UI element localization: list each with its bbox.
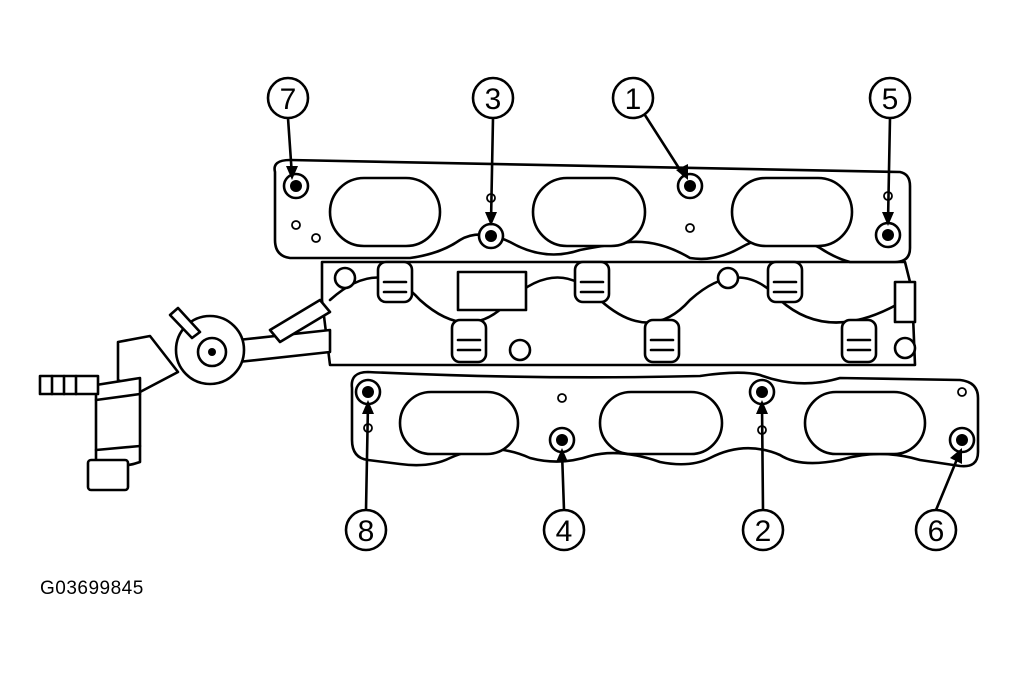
callout-3-label: 3 xyxy=(485,83,502,116)
callout-6: 6 xyxy=(914,508,958,552)
callout-1-label: 1 xyxy=(625,83,642,116)
leader-lines xyxy=(286,110,962,512)
injector-lower-3 xyxy=(840,318,878,364)
injector-upper-1 xyxy=(376,260,414,304)
fuel-pressure-regulator xyxy=(38,298,332,492)
callout-7-label: 7 xyxy=(280,83,297,116)
injector-lower-2 xyxy=(643,318,681,364)
callout-2-label: 2 xyxy=(755,515,772,548)
injector-upper-3 xyxy=(766,260,804,304)
callout-4-label: 4 xyxy=(556,515,573,548)
lower-manifold-gasket xyxy=(350,370,980,468)
injector-upper-2 xyxy=(573,260,611,304)
callout-8-label: 8 xyxy=(358,515,375,548)
upper-manifold-gasket xyxy=(273,158,912,264)
callout-6-label: 6 xyxy=(928,515,945,548)
callout-5: 5 xyxy=(868,76,912,120)
injector-lower-1 xyxy=(450,318,488,364)
callout-5-label: 5 xyxy=(882,83,899,116)
callout-7: 7 xyxy=(266,76,310,120)
callout-3: 3 xyxy=(471,76,515,120)
callout-2: 2 xyxy=(741,508,785,552)
callout-8: 8 xyxy=(344,508,388,552)
callout-1: 1 xyxy=(611,76,655,120)
callout-4: 4 xyxy=(542,508,586,552)
figure-id: G03699845 xyxy=(40,578,144,599)
